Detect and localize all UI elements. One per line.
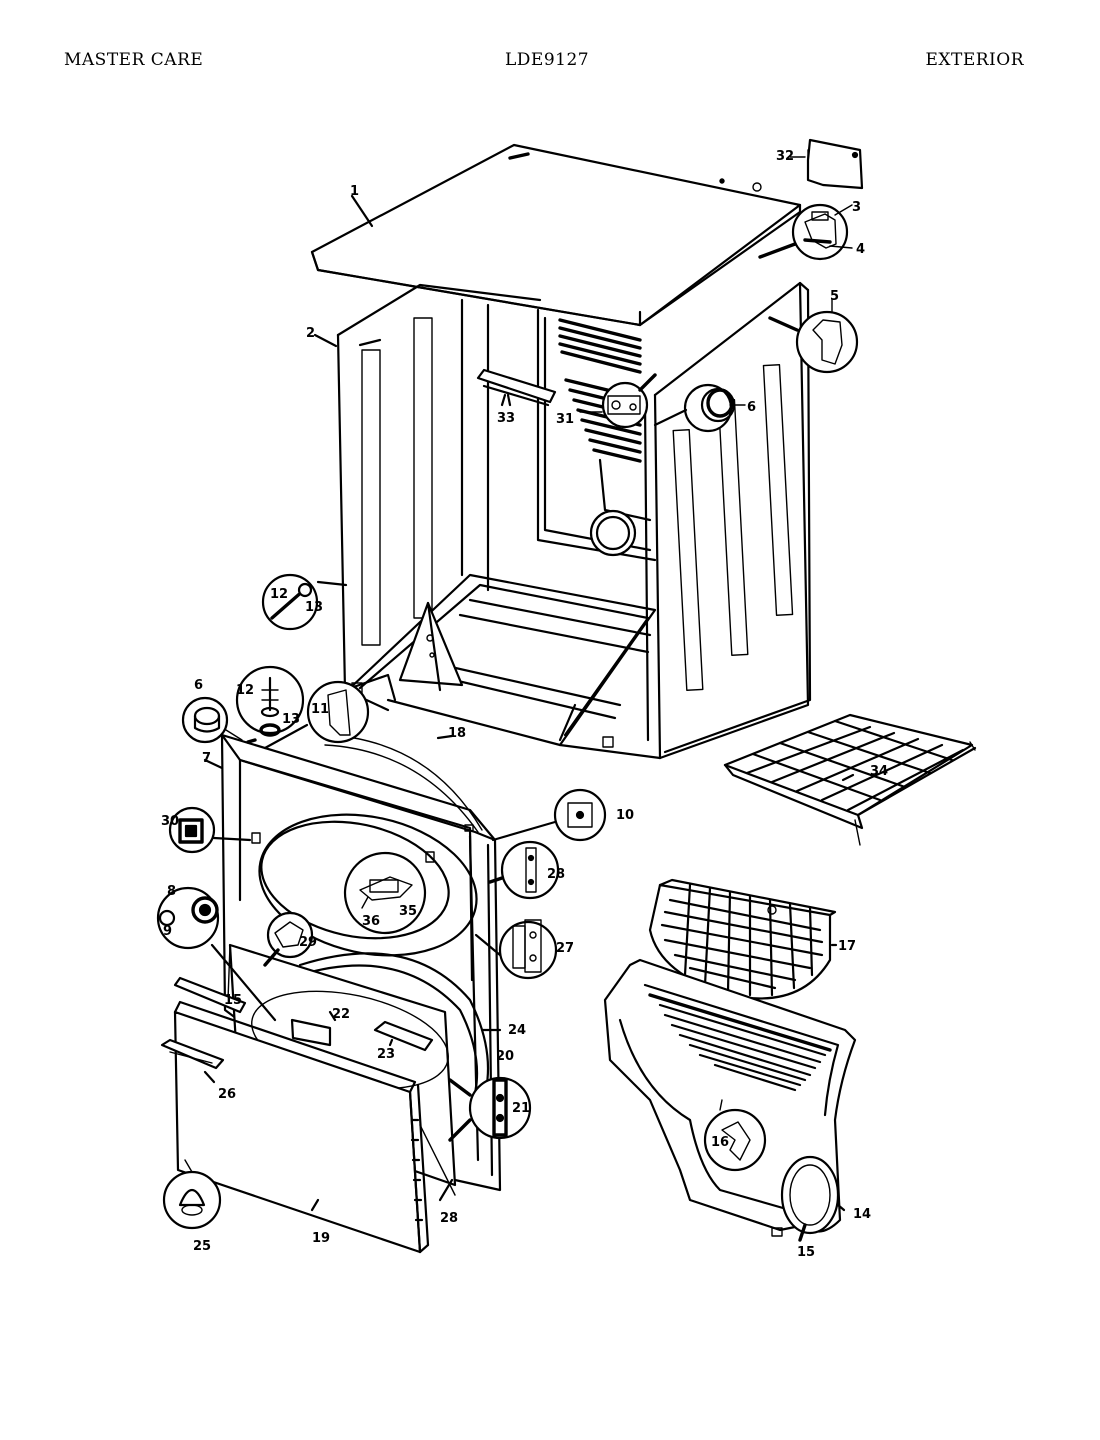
detail-part-28-upper — [488, 840, 560, 900]
leader-lines — [203, 194, 855, 1212]
detail-part-5 — [768, 299, 859, 374]
callout-20: 20 — [496, 1049, 514, 1064]
detail-part-10 — [491, 788, 607, 842]
detail-part-25 — [162, 1159, 222, 1230]
part-17-lint-filter — [648, 878, 837, 1000]
duct-assembly — [603, 958, 857, 1242]
callout-2: 2 — [306, 326, 315, 341]
part-32-bracket — [789, 138, 864, 190]
callout-23: 23 — [377, 1047, 395, 1062]
callout-31: 31 — [556, 412, 574, 427]
callout-15a: 15 — [224, 993, 242, 1008]
detail-part-11 — [263, 680, 370, 750]
detail-parts-8-9 — [156, 886, 277, 1022]
callout-32: 32 — [776, 149, 794, 164]
detail-part-6-lower — [181, 696, 243, 744]
callout-7: 7 — [202, 751, 211, 766]
detail-part-6-upper — [653, 383, 746, 433]
detail-part-30 — [168, 806, 252, 854]
callout-6a: 6 — [747, 400, 756, 415]
callout-19: 19 — [312, 1231, 330, 1246]
part-24-door-seal — [298, 952, 490, 1112]
detail-parts-3-4 — [758, 203, 853, 261]
detail-part-16 — [703, 1099, 767, 1172]
cabinet-body — [336, 281, 812, 760]
header-model-number: LDE9127 — [505, 50, 590, 70]
callout-22: 22 — [332, 1007, 350, 1022]
callout-15b: 15 — [797, 1245, 815, 1260]
cabinet-top — [310, 143, 802, 327]
detail-parts-12-13-front — [235, 665, 305, 744]
callout-34: 34 — [870, 764, 888, 779]
callout-26: 26 — [218, 1087, 236, 1102]
callout-4: 4 — [856, 242, 865, 257]
callout-10: 10 — [616, 808, 634, 823]
callout-36: 36 — [362, 914, 380, 929]
callout-35: 35 — [399, 904, 417, 919]
callout-11: 11 — [311, 702, 329, 717]
callout-12b: 12 — [236, 683, 254, 698]
header-section-title: EXTERIOR — [925, 50, 1024, 70]
callout-27: 27 — [556, 941, 574, 956]
callout-25: 25 — [193, 1239, 211, 1254]
callout-labels: 1234566789101112121313141515161718192021… — [161, 149, 888, 1260]
callout-18: 18 — [448, 726, 466, 741]
callout-24: 24 — [508, 1023, 526, 1038]
callout-12a: 12 — [270, 587, 288, 602]
callout-28a: 28 — [547, 867, 565, 882]
callout-13a: 13 — [305, 600, 323, 615]
detail-part-21 — [448, 1076, 532, 1142]
callout-33: 33 — [497, 411, 515, 426]
callout-13b: 13 — [282, 712, 300, 727]
callout-1: 1 — [350, 184, 359, 199]
callout-17: 17 — [838, 939, 856, 954]
detail-part-31 — [579, 373, 657, 429]
callout-29: 29 — [299, 935, 317, 950]
detail-parts-12-13-cabinet — [261, 573, 348, 631]
detail-part-29 — [263, 911, 314, 967]
header-brand: MASTER CARE — [64, 50, 204, 70]
callout-5: 5 — [830, 289, 839, 304]
callout-9: 9 — [163, 924, 172, 939]
part-19-door — [160, 976, 434, 1254]
callout-21: 21 — [512, 1101, 530, 1116]
detail-part-27 — [474, 919, 558, 980]
callout-16: 16 — [711, 1135, 729, 1150]
callout-6b: 6 — [194, 678, 203, 693]
part-33-bracket — [476, 368, 557, 407]
callout-14: 14 — [853, 1207, 871, 1222]
part-34-drying-rack — [723, 713, 977, 846]
detail-parts-35-36 — [343, 851, 427, 935]
callout-28b: 28 — [440, 1211, 458, 1226]
callout-8: 8 — [167, 884, 176, 899]
callout-3: 3 — [852, 200, 861, 215]
callout-30: 30 — [161, 814, 179, 829]
